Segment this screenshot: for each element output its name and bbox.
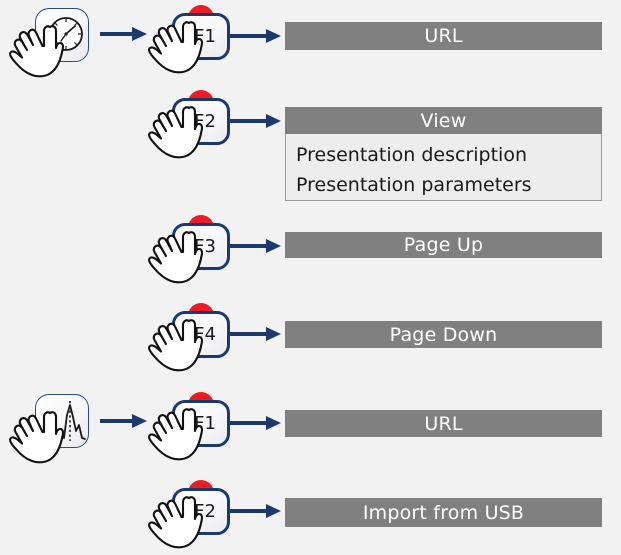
clock-gauge-icon[interactable] xyxy=(35,8,89,62)
action-bar-url-spectrum[interactable]: URL xyxy=(285,410,602,437)
action-bar-import-from-usb[interactable]: Import from USB xyxy=(285,498,602,527)
key-body: F2 xyxy=(172,98,230,145)
function-key-label: F1 xyxy=(194,26,216,47)
function-key-label: F2 xyxy=(194,501,216,522)
view-submenu: Presentation description Presentation pa… xyxy=(285,134,602,201)
action-bar-label: Import from USB xyxy=(362,501,525,524)
action-bar-label: URL xyxy=(424,25,463,47)
arrow-right-icon xyxy=(230,114,281,128)
function-key-label: F1 xyxy=(194,413,216,434)
arrow-right-icon xyxy=(230,327,281,341)
action-bar-page-up[interactable]: Page Up xyxy=(285,232,602,258)
flow-arrow xyxy=(230,503,282,523)
flow-arrow xyxy=(230,415,282,435)
spectrum-glyph xyxy=(41,401,86,441)
action-bar-label: Page Down xyxy=(389,323,498,346)
action-bar-view[interactable]: View xyxy=(285,107,602,134)
flow-arrow xyxy=(230,238,282,258)
function-key-label: F2 xyxy=(194,111,216,132)
arrow-right-icon xyxy=(230,29,281,43)
function-key-f3[interactable]: F3 xyxy=(172,215,230,270)
key-body: F1 xyxy=(172,13,230,60)
arrow-right-icon xyxy=(100,27,147,41)
action-bar-label: View xyxy=(420,109,467,132)
submenu-item-presentation-parameters[interactable]: Presentation parameters xyxy=(296,174,532,196)
action-bar-url[interactable]: URL xyxy=(285,22,602,50)
function-key-f2-spectrum[interactable]: F2 xyxy=(172,480,230,535)
arrow-right-icon xyxy=(230,416,281,430)
function-key-f2[interactable]: F2 xyxy=(172,90,230,145)
arrow-right-icon xyxy=(230,504,281,518)
action-bar-label: Page Up xyxy=(403,234,484,256)
flow-arrow xyxy=(230,113,282,133)
arrow-right-icon xyxy=(100,414,147,428)
arrow-right-icon xyxy=(230,239,281,253)
flow-arrow xyxy=(230,28,282,48)
key-body: F2 xyxy=(172,488,230,535)
flow-arrow xyxy=(100,26,148,46)
flow-arrow xyxy=(100,413,148,433)
function-key-f1[interactable]: F1 xyxy=(172,5,230,60)
clock-gauge-glyph xyxy=(49,17,83,51)
action-bar-page-down[interactable]: Page Down xyxy=(285,321,602,348)
key-body: F3 xyxy=(172,223,230,270)
function-key-f4[interactable]: F4 xyxy=(172,303,230,358)
action-bar-label: URL xyxy=(424,412,463,435)
key-body: F1 xyxy=(172,400,230,447)
function-key-label: F3 xyxy=(194,236,216,257)
function-key-label: F4 xyxy=(194,324,216,345)
key-body: F4 xyxy=(172,311,230,358)
spectrum-chromatogram-icon[interactable] xyxy=(35,394,89,448)
flow-arrow xyxy=(230,326,282,346)
function-key-f1-spectrum[interactable]: F1 xyxy=(172,392,230,447)
submenu-item-presentation-description[interactable]: Presentation description xyxy=(296,144,528,166)
